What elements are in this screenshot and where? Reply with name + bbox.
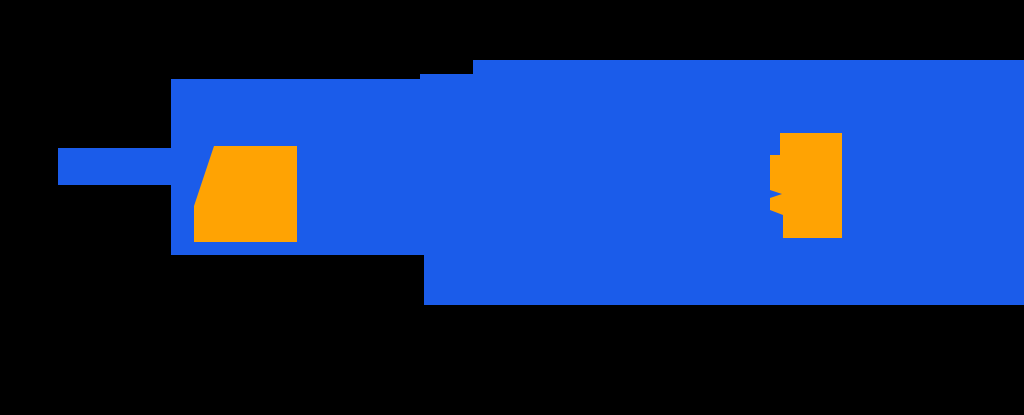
orange-patch-left [194, 146, 297, 242]
blue-main-shape [58, 60, 1024, 305]
orange-patch-right [770, 133, 842, 238]
